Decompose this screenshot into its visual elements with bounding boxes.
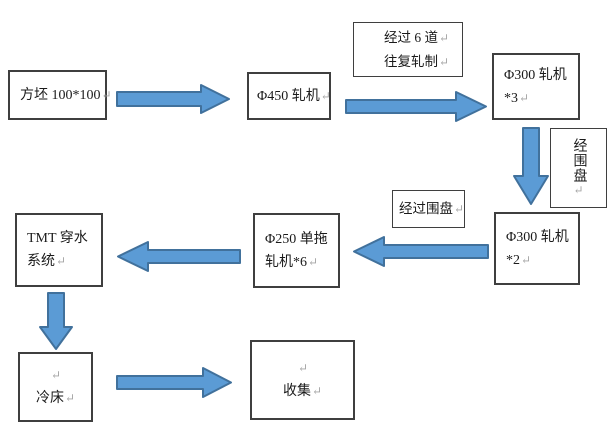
- node-text: *3↵: [504, 90, 530, 106]
- label-text: 经过 6 道↵: [384, 29, 450, 45]
- node-text: Φ300 轧机: [504, 67, 567, 83]
- pilcrow-mark: ↵: [439, 30, 450, 45]
- pilcrow-mark: ↵: [311, 384, 323, 398]
- label-text: 往复轧制↵: [384, 53, 450, 69]
- pilcrow-mark: ↵: [56, 254, 67, 268]
- node-text: 系统↵: [27, 254, 67, 269]
- arrow-mill300x3-to-mill300x2-down-icon: [512, 126, 550, 206]
- pilcrow-mark: ↵: [320, 88, 331, 103]
- pilcrow-mark: ↵: [571, 183, 586, 198]
- arrow-mill300x2-to-mill250-left-icon: [352, 235, 490, 268]
- pilcrow-mark: ↵: [519, 90, 530, 105]
- node-collect: ↵ 收集↵: [250, 340, 355, 420]
- node-billet: 方坯 100*100↵: [8, 70, 112, 120]
- pilcrow-mark: ↵: [50, 368, 62, 382]
- node-text: ↵: [20, 364, 91, 387]
- node-tmt: TMT 穿水 系统↵: [15, 213, 103, 287]
- pilcrow-mark: ↵: [521, 252, 532, 267]
- label-via-loop-vertical: 经围盘↵: [550, 128, 607, 208]
- label-via-loop: 经过围盘↵: [392, 190, 465, 228]
- node-mill450: Φ450 轧机↵: [247, 72, 331, 120]
- label-text: 经围盘↵: [571, 138, 587, 198]
- arrow-tmt-to-coolingbed-down-icon: [38, 291, 74, 351]
- pilcrow-mark: ↵: [64, 391, 76, 405]
- label-six-pass: 经过 6 道↵ 往复轧制↵: [353, 22, 463, 77]
- node-text: Φ450 轧机↵: [257, 88, 331, 104]
- node-mill250: Φ250 单拖 轧机*6↵: [253, 213, 340, 288]
- arrow-coolingbed-to-collect-right-icon: [115, 366, 233, 399]
- node-text: 轧机*6↵: [265, 254, 319, 270]
- node-text: 方坯 100*100↵: [20, 87, 112, 103]
- arrow-billet-to-mill450-right-icon: [115, 83, 231, 115]
- label-text: 经过围盘↵: [399, 201, 465, 216]
- node-text: ↵: [252, 357, 353, 380]
- node-cooling-bed: ↵ 冷床↵: [18, 352, 93, 422]
- pilcrow-mark: ↵: [454, 202, 465, 216]
- node-text: *2↵: [506, 252, 532, 268]
- node-mill300x2: Φ300 轧机 *2↵: [494, 212, 580, 285]
- node-text: Φ300 轧机: [506, 229, 569, 245]
- pilcrow-mark: ↵: [101, 87, 112, 102]
- pilcrow-mark: ↵: [439, 54, 450, 69]
- node-text: 收集↵: [282, 384, 323, 399]
- pilcrow-mark: ↵: [308, 254, 319, 269]
- node-text: 冷床↵: [35, 391, 76, 406]
- arrow-mill250-to-tmt-left-icon: [116, 240, 242, 273]
- arrow-mill450-to-mill300x3-right-icon: [344, 90, 488, 123]
- pilcrow-mark: ↵: [297, 361, 309, 375]
- node-text: TMT 穿水: [27, 231, 88, 246]
- node-mill300x3: Φ300 轧机 *3↵: [492, 53, 580, 120]
- node-text: Φ250 单拖: [265, 231, 328, 247]
